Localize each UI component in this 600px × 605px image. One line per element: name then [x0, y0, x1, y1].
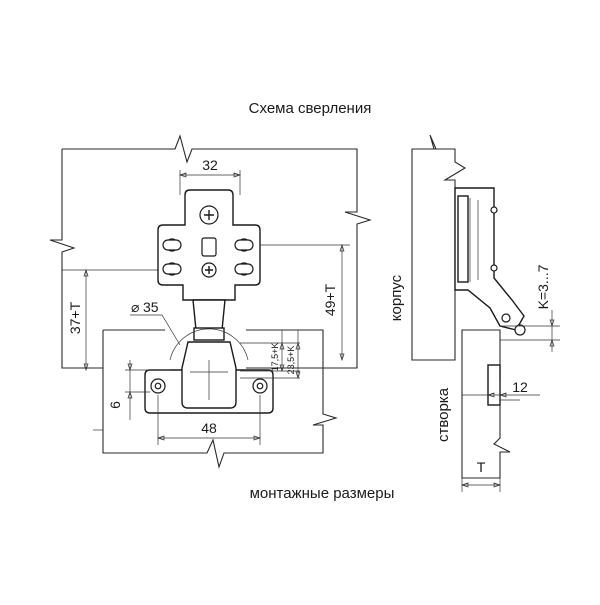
side-view-door-panel: створка	[435, 329, 511, 479]
hinge-mounting-plate	[157, 189, 261, 301]
dim-35-label: 35	[143, 299, 159, 315]
mounting-dimensions-title: монтажные размеры	[250, 485, 395, 502]
cabinet-panel-outline	[49, 134, 372, 369]
dim-32: 32	[178, 157, 242, 195]
side-view-hinge	[454, 187, 526, 336]
dim-6: 6	[107, 360, 170, 420]
dim-k-offsets: 17,5+K 23,5+K	[240, 330, 301, 380]
drilling-scheme-title: Схема сверления	[249, 100, 372, 117]
door-panel-outline	[93, 329, 338, 469]
hinge-cup	[144, 328, 274, 414]
dim-175k-label: 17,5+K	[270, 343, 280, 372]
dim-32-label: 32	[202, 157, 218, 173]
dim-k-label: K=3...7	[535, 264, 551, 309]
dim-12-label: 12	[512, 379, 528, 395]
dim-6-label: 6	[107, 401, 123, 409]
hinge-arm	[192, 299, 226, 341]
dim-49-plus-t: 49+T	[260, 243, 350, 362]
dim-48-label: 48	[201, 420, 217, 436]
dim-12: 12	[462, 379, 540, 410]
side-cup	[487, 364, 501, 406]
body-label: корпус	[388, 274, 405, 321]
dim-37t-label: 37+T	[67, 301, 83, 334]
dim-diameter-35: ⌀ 35	[130, 299, 181, 346]
dim-37-plus-t: 37+T	[67, 268, 89, 372]
door-label: створка	[435, 387, 452, 442]
dim-t: T	[460, 459, 502, 492]
side-view-body-panel: корпус	[388, 134, 467, 361]
dim-235k-label: 23,5+K	[286, 346, 296, 375]
dim-49t-label: 49+T	[322, 283, 338, 316]
dim-48: 48	[156, 395, 262, 445]
diameter-symbol: ⌀	[131, 299, 140, 315]
dim-k-range: K=3...7	[500, 264, 560, 352]
dim-t-label: T	[477, 459, 486, 475]
